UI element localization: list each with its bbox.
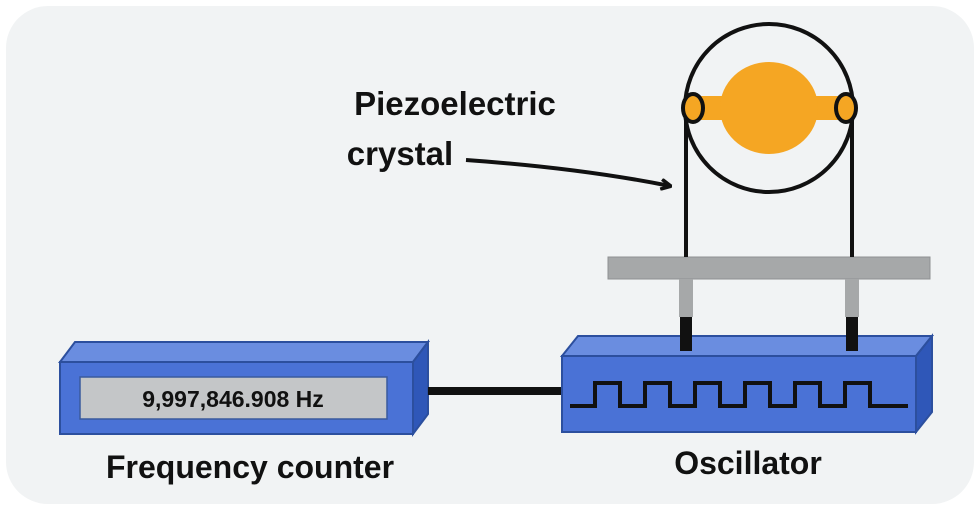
left-post [679, 279, 693, 317]
oscillator-label: Oscillator [674, 445, 822, 481]
support-bar [607, 256, 931, 280]
frequency-display [79, 376, 388, 420]
frequency-counter-top [58, 341, 430, 363]
piezoelectric-crystal [681, 22, 858, 257]
oscillator-top [559, 335, 935, 357]
right-post-foot [846, 317, 858, 351]
electrode [720, 62, 818, 154]
crystal-holder [607, 256, 931, 351]
frequency-readout: 9,997,846.908 Hz [142, 386, 324, 412]
frequency-counter-label: Frequency counter [106, 449, 394, 485]
right-post [845, 279, 859, 317]
frequency-counter-device: 9,997,846.908 Hz [58, 339, 430, 437]
crystal-pointer-arrow [465, 158, 670, 186]
crystal-label-line2: crystal [347, 135, 453, 172]
oscillator-device [559, 333, 935, 435]
oscillator-face [561, 355, 917, 433]
left-post-foot [680, 317, 692, 351]
square-wave [570, 381, 908, 408]
right-contact-ring [834, 92, 858, 124]
crystal-label-line1: Piezoelectric [354, 85, 556, 122]
left-contact-ring [681, 92, 705, 124]
